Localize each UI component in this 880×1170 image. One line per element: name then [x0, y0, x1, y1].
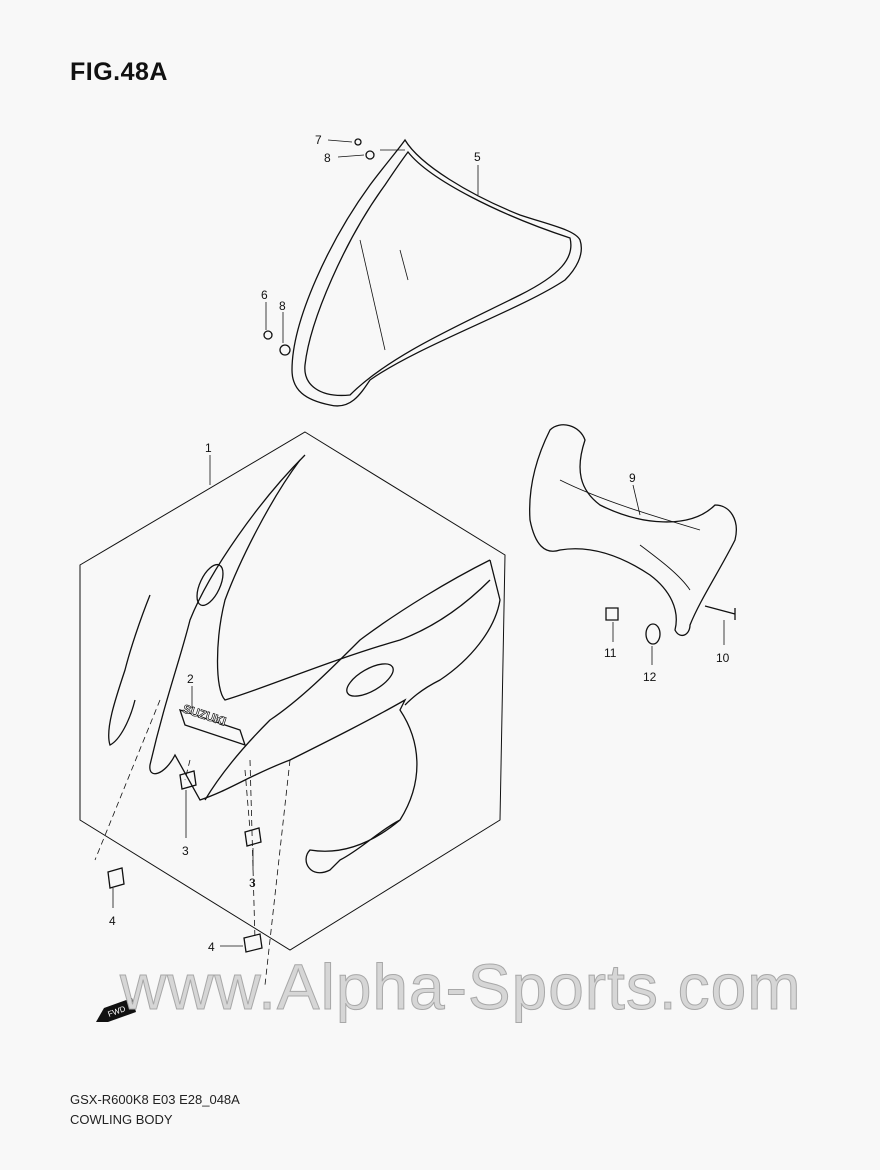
brace-part: [529, 424, 737, 637]
cowling-body-part: [108, 454, 501, 874]
callout-3a: 3: [182, 844, 189, 858]
callout-8b: 8: [279, 299, 286, 313]
emblem-text: SUZUKI: [181, 702, 228, 729]
figure-title: FIG.48A: [70, 58, 168, 86]
nut-8-left: [279, 344, 291, 356]
callout-7: 7: [315, 133, 322, 147]
nut-8-top: [365, 150, 375, 160]
cushion-3a: [179, 770, 197, 790]
screw-6: [263, 330, 273, 340]
diagram-code: GSX-R600K8 E03 E28_048A: [70, 1092, 240, 1107]
callout-2: 2: [187, 672, 194, 686]
callout-11: 11: [604, 646, 617, 660]
callout-6: 6: [261, 288, 268, 302]
callout-5: 5: [474, 150, 481, 164]
watermark: www.Alpha-Sports.com: [120, 951, 802, 1024]
assembly-box: [79, 431, 506, 951]
callout-1: 1: [205, 441, 212, 455]
windscreen-part: [291, 138, 582, 407]
nut-11: [605, 607, 619, 621]
cushion-4a: [107, 867, 125, 889]
diagram-name: COWLING BODY: [70, 1112, 173, 1127]
callout-8a: 8: [324, 151, 331, 165]
cushion-3b: [244, 827, 262, 847]
callout-9: 9: [629, 471, 636, 485]
callout-3b: 3: [249, 876, 256, 890]
bolt-10: [704, 605, 736, 620]
cushion-12: [645, 623, 661, 645]
callout-10: 10: [716, 651, 730, 665]
callout-4b: 4: [208, 940, 215, 954]
fwd-arrow-icon: FWD: [96, 998, 136, 1022]
callout-4a: 4: [109, 914, 116, 928]
screw-7: [354, 138, 362, 146]
callout-12: 12: [643, 670, 657, 684]
